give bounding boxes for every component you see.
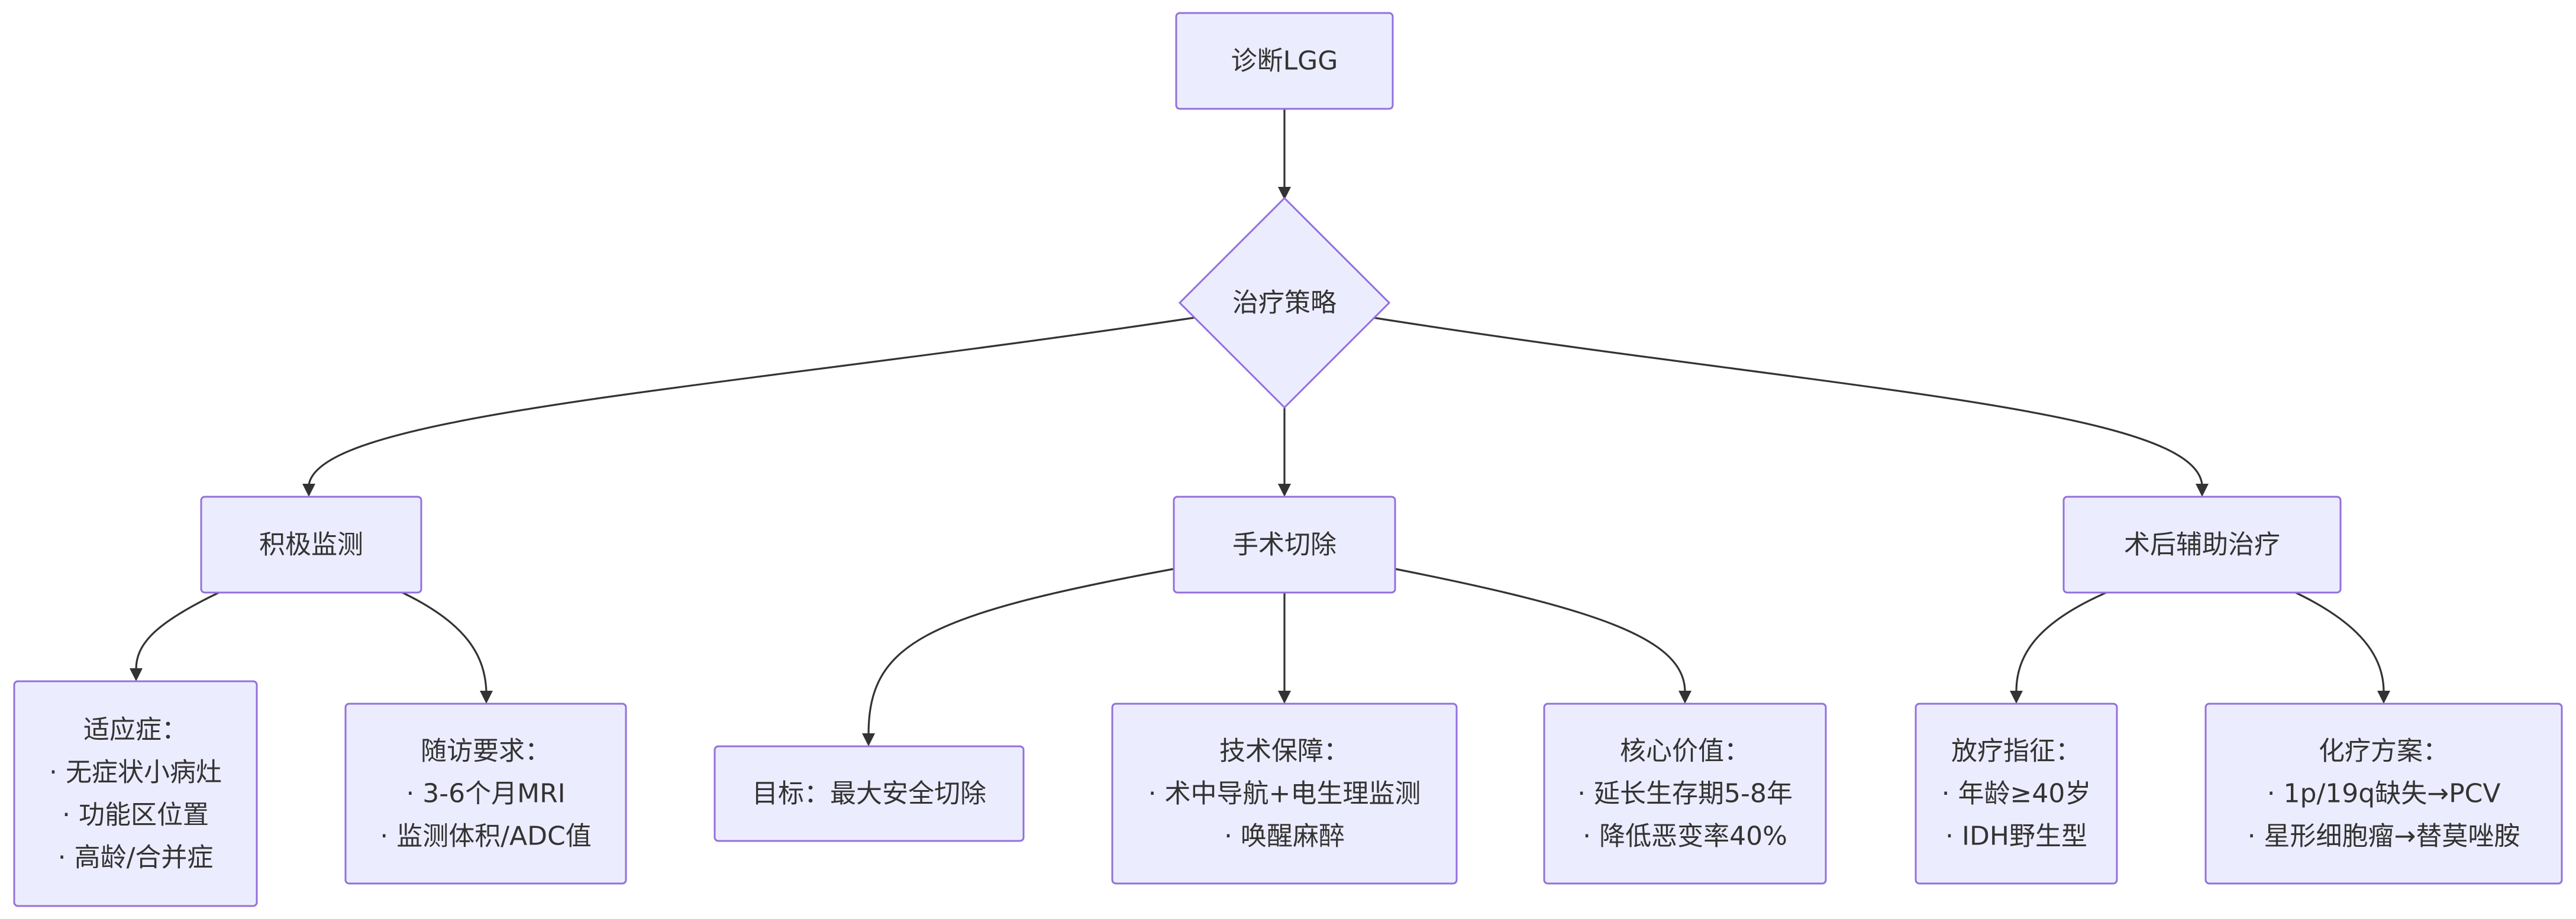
node-radiation: 放疗指征： · 年龄≥40岁 · IDH野生型 xyxy=(1915,703,2118,885)
node-label-line: 积极监测 xyxy=(259,530,363,560)
node-box xyxy=(1543,703,1827,885)
edge-surgery-value xyxy=(1394,568,1686,693)
arrowhead-surgery-goal xyxy=(862,733,875,746)
node-goal: 目标：最大安全切除 xyxy=(714,745,1025,842)
node-followup: 随访要求： · 3-6个月MRI · 监测体积/ADC值 xyxy=(344,703,627,885)
node-label-line: 适应症： xyxy=(83,715,188,745)
node-box xyxy=(2204,703,2563,885)
arrowhead-surgery-value xyxy=(1678,691,1691,704)
node-box xyxy=(13,680,258,907)
node-label-line: · 3-6个月MRI xyxy=(406,779,565,809)
arrowhead-strategy-surgery xyxy=(1278,484,1291,497)
node-label-line: · 监测体积/ADC值 xyxy=(380,821,592,852)
node-label-line: 随访要求： xyxy=(421,736,551,766)
node-label-line: · 年龄≥40岁 xyxy=(1942,779,2091,809)
node-label-line: · 1p/19q缺失→PCV xyxy=(2267,779,2501,809)
edge-monitoring-followup xyxy=(402,591,488,693)
node-label-line: · 无症状小病灶 xyxy=(49,758,222,788)
edge-strategy-monitoring xyxy=(308,316,1196,486)
node-box xyxy=(1915,703,2118,885)
node-strategy: 治疗策略 xyxy=(1178,196,1391,409)
node-label-line: · 星形细胞瘤→替莫唑胺 xyxy=(2248,821,2520,852)
node-diagnosis: 诊断LGG xyxy=(1175,12,1394,110)
node-box xyxy=(344,703,627,885)
node-label-line: 技术保障： xyxy=(1219,736,1350,766)
node-monitoring: 积极监测 xyxy=(200,496,422,594)
node-value: 核心价值： · 延长生存期5-8年 · 降低恶变率40% xyxy=(1543,703,1827,885)
node-box xyxy=(200,496,422,594)
arrowhead-surgery-tech xyxy=(1278,691,1291,704)
node-label-line: 目标：最大安全切除 xyxy=(752,779,986,809)
node-box xyxy=(1175,12,1394,110)
node-surgery: 手术切除 xyxy=(1173,496,1396,594)
edges-layer xyxy=(130,109,2390,746)
edge-adjuvant-radiation xyxy=(2015,591,2107,693)
node-chemo: 化疗方案： · 1p/19q缺失→PCV · 星形细胞瘤→替莫唑胺 xyxy=(2204,703,2563,885)
node-label-line: · 高龄/合并症 xyxy=(58,843,214,873)
arrowhead-diagnosis-strategy xyxy=(1278,187,1291,200)
node-label-line: · 术中导航+电生理监测 xyxy=(1148,779,1421,809)
node-label-line: 诊断LGG xyxy=(1231,46,1338,76)
edge-surgery-goal xyxy=(867,568,1174,735)
node-box xyxy=(1111,703,1458,885)
arrowhead-monitoring-followup xyxy=(480,691,493,704)
node-label-line: · 唤醒麻醉 xyxy=(1224,821,1345,852)
node-label-line: · 延长生存期5-8年 xyxy=(1577,779,1793,809)
node-box xyxy=(714,745,1025,842)
node-label-line: 核心价值： xyxy=(1620,736,1750,766)
node-label-line: 手术切除 xyxy=(1232,530,1337,560)
node-label-line: · 降低恶变率40% xyxy=(1583,821,1787,852)
node-label-line: · IDH野生型 xyxy=(1945,821,2087,852)
arrowhead-monitoring-indications xyxy=(130,668,143,681)
node-box xyxy=(1173,496,1396,594)
arrowhead-adjuvant-radiation xyxy=(2010,691,2023,704)
node-adjuvant: 术后辅助治疗 xyxy=(2062,496,2342,594)
node-tech: 技术保障： · 术中导航+电生理监测 · 唤醒麻醉 xyxy=(1111,703,1458,885)
node-label-line: 治疗策略 xyxy=(1232,288,1337,318)
node-label-line: 放疗指征： xyxy=(1951,736,2081,766)
node-label-line: 术后辅助治疗 xyxy=(2124,530,2280,560)
node-label-line: 化疗方案： xyxy=(2319,736,2449,766)
edge-strategy-adjuvant xyxy=(1372,316,2203,486)
node-label-line: · 功能区位置 xyxy=(62,800,209,830)
arrowhead-strategy-monitoring xyxy=(302,484,315,497)
edge-adjuvant-chemo xyxy=(2295,591,2385,693)
arrowhead-adjuvant-chemo xyxy=(2377,691,2390,704)
arrowhead-strategy-adjuvant xyxy=(2196,484,2209,497)
node-box xyxy=(2062,496,2342,594)
node-indications: 适应症： · 无症状小病灶 · 功能区位置 · 高龄/合并症 xyxy=(13,680,258,907)
decision-diamond xyxy=(1178,196,1391,409)
edge-monitoring-indications xyxy=(135,591,219,670)
